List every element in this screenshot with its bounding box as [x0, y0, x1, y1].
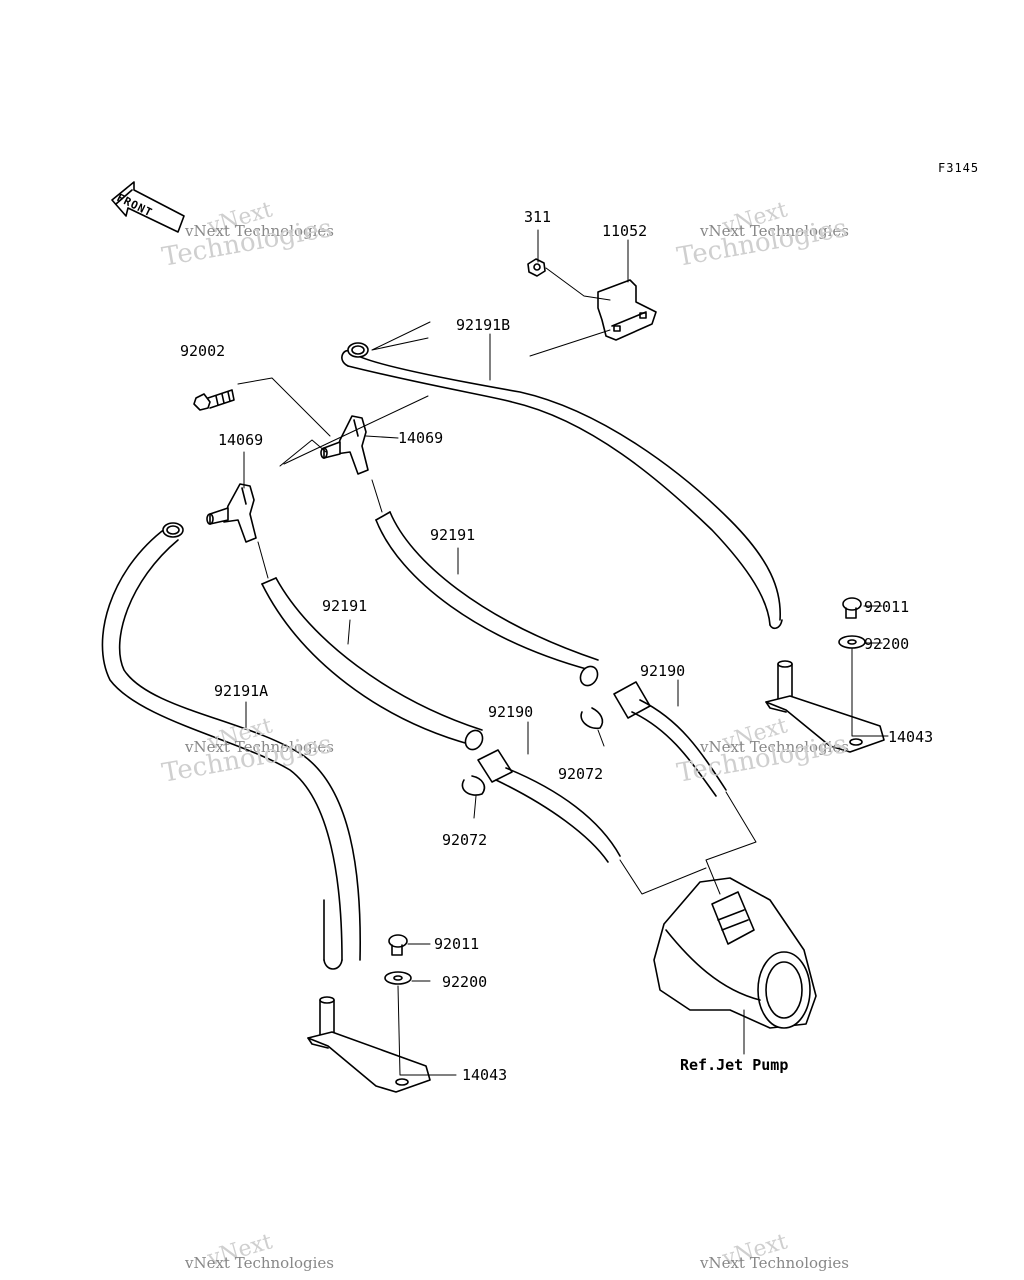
part-label-14043-right: 14043 [888, 728, 934, 746]
part-label-92011-left: 92011 [434, 935, 480, 953]
fitting-14043-left [307, 996, 431, 1093]
part-label-92200-left: 92200 [442, 973, 488, 991]
figure-code: F3145 [938, 161, 980, 175]
leader-lines [237, 229, 889, 1076]
front-arrow-icon [111, 181, 185, 233]
hose-92191-upper [375, 511, 599, 687]
hose-92190-left [477, 749, 621, 863]
nut-311 [527, 258, 546, 277]
part-label-92191A: 92191A [214, 682, 269, 700]
part-label-92190-right: 92190 [640, 662, 686, 680]
washer-92200-right [838, 635, 866, 649]
part-label-92011-right: 92011 [864, 598, 910, 616]
hose-92191-lower [261, 577, 484, 751]
bracket-11052 [597, 279, 657, 341]
part-label-92191-upper: 92191 [430, 526, 476, 544]
washer-92200-left [384, 971, 412, 985]
reference-label-jet-pump: Ref.Jet Pump [680, 1056, 789, 1074]
hose-92191B [341, 342, 783, 630]
part-label-311: 311 [524, 208, 552, 226]
clamp-92072-right [580, 707, 604, 730]
screw-92011-left [388, 934, 408, 956]
part-label-92072-right: 92072 [558, 765, 604, 783]
part-label-92072-left: 92072 [442, 831, 488, 849]
hose-92190-right [613, 681, 727, 797]
screw-92011-right [842, 597, 862, 619]
fitting-14043-right [765, 660, 885, 753]
part-label-92191B: 92191B [456, 316, 511, 334]
part-label-14043-left: 14043 [462, 1066, 508, 1084]
bolt-92002 [193, 389, 235, 411]
part-label-11052: 11052 [602, 222, 648, 240]
fitting-14069-left [206, 483, 257, 543]
clamp-92072-left [461, 775, 486, 796]
part-label-92191-lower: 92191 [322, 597, 368, 615]
fitting-14069-right [320, 415, 369, 475]
part-label-14069-right: 14069 [398, 429, 444, 447]
hose-92191A [101, 522, 362, 970]
part-label-92200-right: 92200 [864, 635, 910, 653]
part-label-92002: 92002 [180, 342, 226, 360]
part-label-92190-left: 92190 [488, 703, 534, 721]
part-label-14069-left: 14069 [218, 431, 264, 449]
jet-pump-housing [653, 877, 817, 1029]
